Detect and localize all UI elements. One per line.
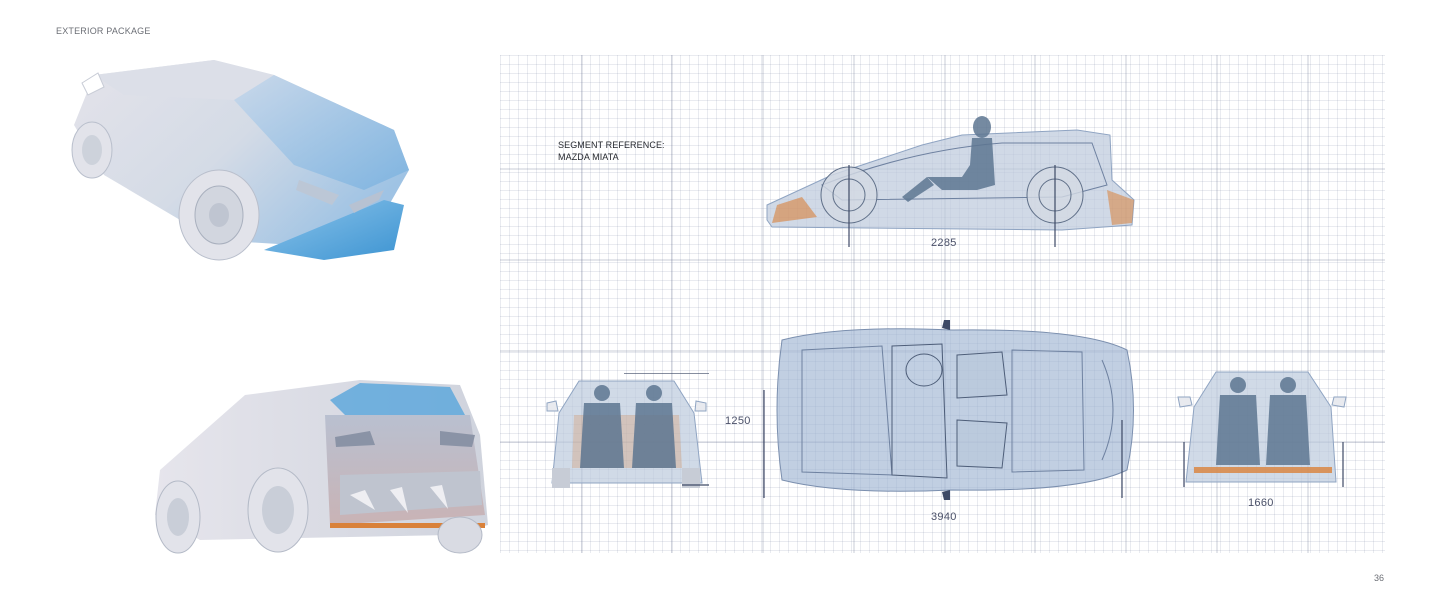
wheelbase-dimension: 2285 — [931, 237, 957, 249]
occupant-silhouette — [902, 116, 995, 202]
rear-elevation-view — [1177, 371, 1347, 487]
segment-reference-model: MAZDA MIATA — [558, 152, 619, 162]
occupant-pair — [580, 385, 676, 468]
page-number: 36 — [1373, 573, 1384, 583]
width-dimension: 1660 — [1248, 497, 1274, 509]
segment-reference-label: SEGMENT REFERENCE: MAZDA MIATA — [558, 139, 665, 163]
front-elevation-view — [546, 373, 709, 488]
concept-car-rear-render — [155, 380, 488, 554]
height-dimension: 1250 — [725, 415, 751, 427]
concept-car-front-render — [71, 60, 409, 261]
package-blueprint: SEGMENT REFERENCE: MAZDA MIATA 2285 39 — [500, 55, 1385, 553]
plan-view — [763, 320, 1134, 500]
segment-reference-title: SEGMENT REFERENCE: — [558, 140, 665, 150]
side-elevation-view — [766, 116, 1135, 247]
occupant-pair — [1216, 377, 1310, 465]
length-dimension: 3940 — [931, 511, 957, 523]
section-label: EXTERIOR PACKAGE — [56, 26, 151, 36]
